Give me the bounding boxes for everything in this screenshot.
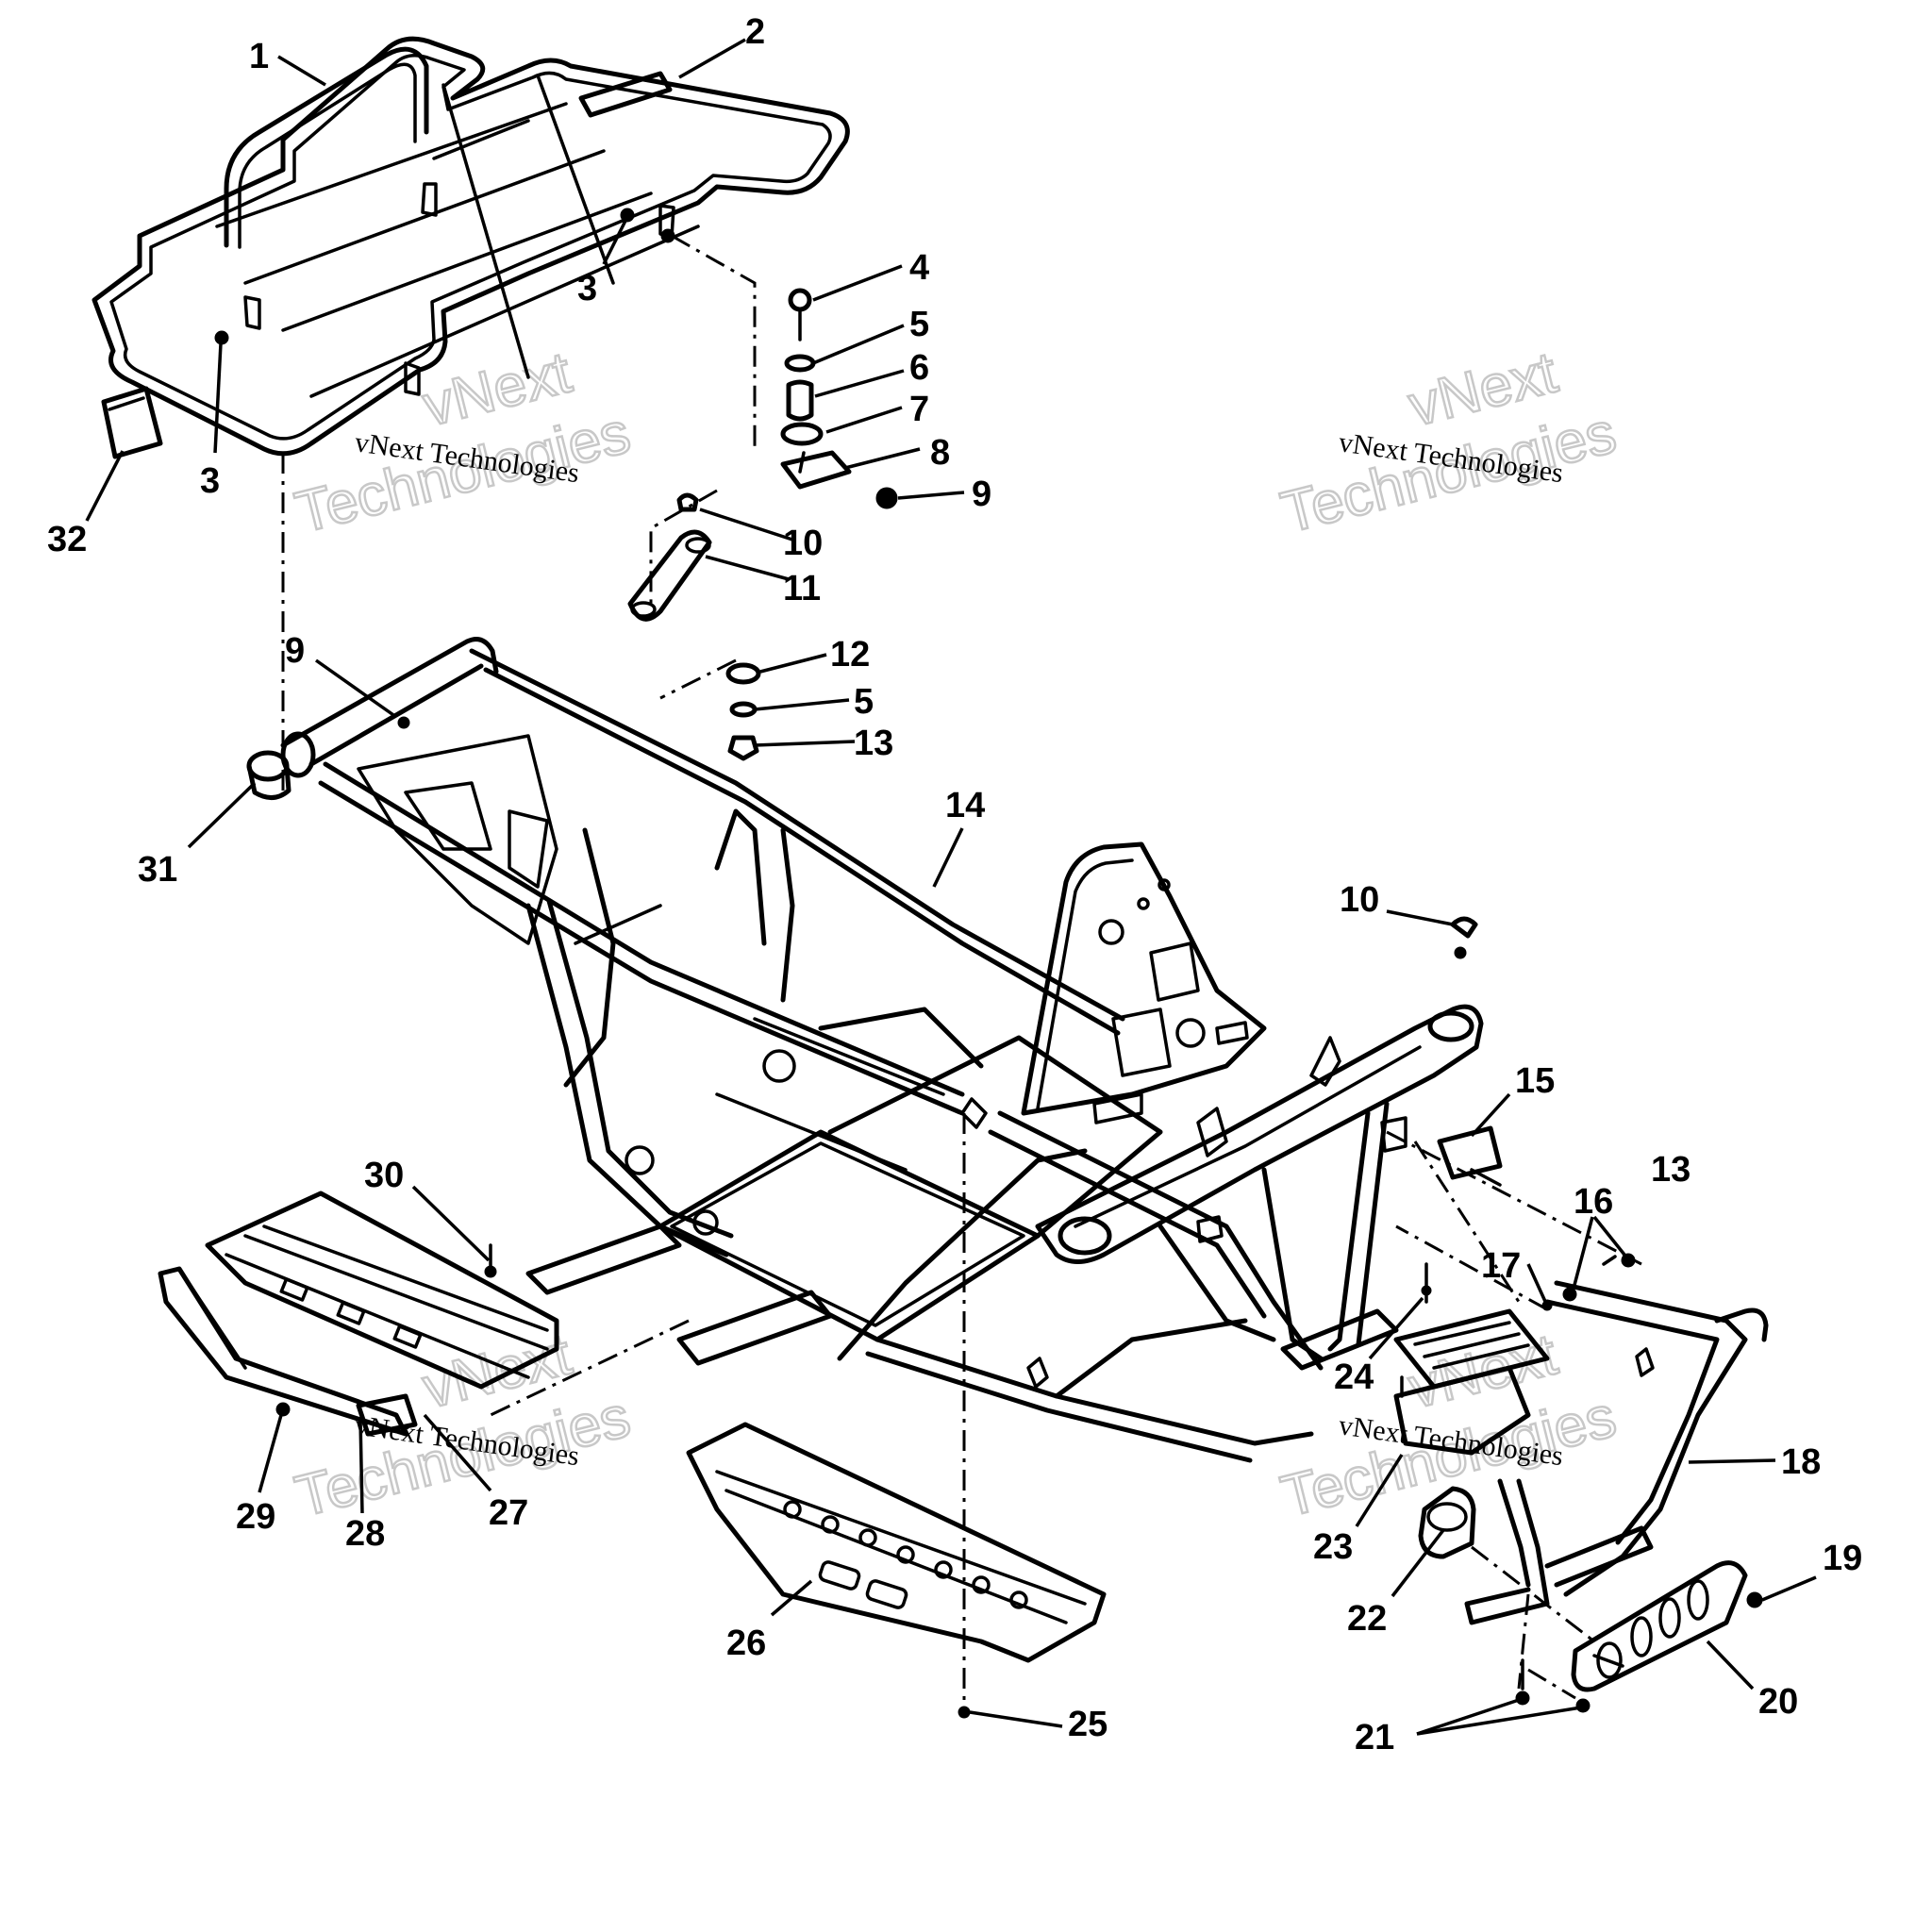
callout-14: 14 (945, 786, 985, 825)
callout-11: 11 (783, 569, 821, 608)
callout-5: 5 (854, 682, 874, 722)
callout-19: 19 (1823, 1539, 1862, 1578)
callout-6: 6 (909, 348, 929, 388)
callout-13: 13 (1651, 1150, 1690, 1190)
rack-reflector (578, 71, 673, 118)
callout-26: 26 (726, 1624, 766, 1663)
watermark-bottom-right: vNext Technologies vNext Technologies (1274, 1321, 1623, 1531)
callout-12: 12 (830, 635, 870, 675)
callout-10: 10 (1340, 880, 1379, 920)
bumper-bushing (1418, 1486, 1476, 1559)
callout-3: 3 (200, 461, 220, 501)
alignment-lines (281, 234, 1642, 1707)
rack-mount-hardware (780, 288, 898, 509)
leader-lines (187, 38, 1817, 1736)
callout-2: 2 (745, 12, 765, 52)
callout-1: 1 (249, 37, 269, 76)
callout-4: 4 (909, 248, 929, 288)
rack-bolt-left (214, 330, 229, 345)
rack-support-brace (627, 492, 712, 622)
watermark-bottom-left: vNext Technologies vNext Technologies (288, 1321, 637, 1531)
callout-22: 22 (1347, 1599, 1387, 1639)
main-frame (280, 637, 1484, 1463)
footpeg (1393, 1262, 1550, 1456)
callout-3: 3 (577, 269, 597, 308)
front-cap-nut (1450, 916, 1478, 959)
left-footrest (158, 1191, 559, 1437)
bumper-bolt (1746, 1591, 1763, 1608)
callout-21: 21 (1355, 1718, 1394, 1757)
watermark-top-right: vNext Technologies vNext Technologies (1274, 339, 1623, 547)
callout-9: 9 (285, 631, 305, 671)
footrest-screw-lower (275, 1402, 291, 1417)
skid-plate-screw (958, 1706, 971, 1719)
callout-31: 31 (138, 850, 177, 890)
callout-labels: 1 2 3 3 4 5 6 7 8 9 10 11 12 5 13 9 31 1… (47, 12, 1862, 1757)
rear-reflector (101, 386, 163, 459)
front-bumper (1464, 1280, 1769, 1625)
leader-32 (85, 450, 125, 522)
callout-17: 17 (1481, 1246, 1521, 1286)
callout-13: 13 (854, 724, 893, 763)
frame-nut (397, 716, 410, 729)
callout-25: 25 (1068, 1705, 1108, 1744)
callout-9: 9 (972, 475, 991, 514)
callout-8: 8 (930, 433, 950, 473)
footrest-screw-upper (484, 1243, 497, 1278)
callout-23: 23 (1313, 1527, 1353, 1567)
callout-15: 15 (1515, 1061, 1555, 1101)
front-skid-plate (1571, 1560, 1748, 1692)
callout-32: 32 (47, 520, 87, 559)
callout-27: 27 (489, 1493, 528, 1533)
callout-18: 18 (1781, 1442, 1821, 1482)
callout-24: 24 (1334, 1357, 1374, 1397)
callout-7: 7 (909, 390, 929, 429)
watermark-top-left: vNext Technologies vNext Technologies (288, 339, 637, 547)
callout-30: 30 (364, 1156, 404, 1195)
callout-29: 29 (236, 1497, 275, 1537)
callout-28: 28 (345, 1514, 385, 1554)
callout-16: 16 (1574, 1182, 1613, 1222)
nut-stack-center (725, 662, 761, 761)
callout-10: 10 (783, 524, 823, 563)
center-skid-plate (686, 1422, 1107, 1663)
rack-bolt-right (620, 208, 675, 243)
callout-5: 5 (909, 305, 929, 344)
callout-20: 20 (1758, 1682, 1798, 1722)
